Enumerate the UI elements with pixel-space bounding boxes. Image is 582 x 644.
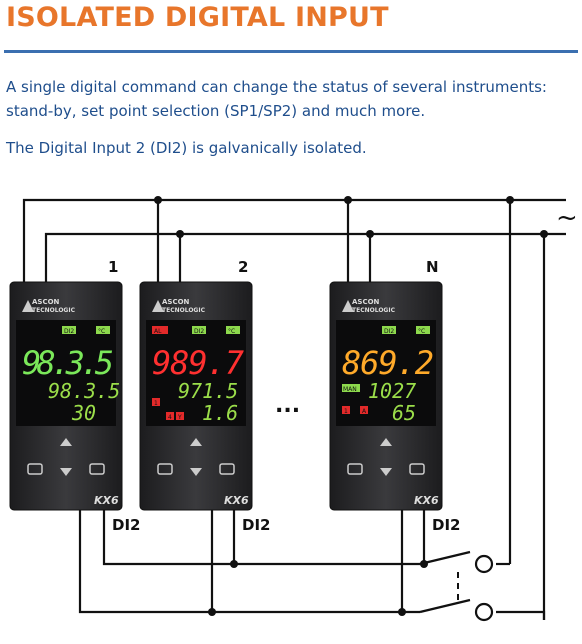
instrument-2: 2 ASCON TECNOLOGIC AL DI2 °C 989.7 971.5… — [139, 258, 253, 511]
up-arrow-icon — [380, 438, 392, 446]
svg-text:MAN: MAN — [343, 386, 357, 393]
svg-text:ASCON: ASCON — [32, 298, 60, 306]
svg-text:DI2: DI2 — [64, 328, 74, 335]
svg-text:°C: °C — [418, 328, 425, 335]
svg-text:ASCON: ASCON — [352, 298, 380, 306]
instrument-1: 1 ASCON TECNOLOGIC DI2 °C 98.3.5 98.3.5 … — [9, 258, 123, 511]
output-display: 30 — [71, 401, 96, 425]
svg-text:TECNOLOGIC: TECNOLOGIC — [162, 307, 206, 314]
svg-text:TECNOLOGIC: TECNOLOGIC — [32, 307, 76, 314]
di-label-1: DI2 — [112, 516, 140, 534]
svg-text:1: 1 — [154, 400, 158, 407]
instrument-number: 1 — [108, 258, 118, 276]
page-title: ISOLATED DIGITAL INPUT — [6, 2, 389, 33]
description-line-2: stand-by, set point selection (SP1/SP2) … — [6, 102, 426, 120]
model-label: KX6 — [414, 494, 439, 507]
instrument-number: N — [426, 258, 439, 276]
description-line-1: A single digital command can change the … — [6, 78, 547, 96]
description-text: A single digital command can change the … — [6, 75, 566, 123]
output-display: 1.6 — [202, 401, 238, 425]
ac-symbol: ~ — [556, 203, 578, 233]
svg-text:AL: AL — [154, 328, 162, 335]
svg-text:°C: °C — [98, 328, 105, 335]
down-arrow-icon — [190, 468, 202, 476]
di-junction-dots — [208, 560, 428, 616]
instrument-number: 2 — [238, 258, 248, 276]
svg-text:°C: °C — [228, 328, 235, 335]
di-label-2: DI2 — [242, 516, 270, 534]
svg-text:DI2: DI2 — [384, 328, 394, 335]
loop-icon — [347, 463, 363, 475]
model-label: KX6 — [224, 494, 249, 507]
up-arrow-icon — [60, 438, 72, 446]
enter-icon — [219, 463, 235, 475]
loop-icon — [27, 463, 43, 475]
instrument-n: N ASCON TECNOLOGIC DI2 °C 869.2 MAN 1027… — [329, 258, 443, 511]
wiring-diagram: ~ ... 1 ASCON TECNOLOGIC DI2 °C 98.3.5 9… — [9, 196, 578, 622]
svg-text:Y: Y — [177, 414, 182, 421]
svg-text:ASCON: ASCON — [162, 298, 190, 306]
svg-text:TECNOLOGIC: TECNOLOGIC — [352, 307, 396, 314]
model-label: KX6 — [94, 494, 119, 507]
pv-display: 869.2 — [342, 344, 434, 382]
svg-text:1: 1 — [344, 408, 348, 415]
sv-display: 98.3.5 — [48, 379, 120, 403]
sv-display: 1027 — [368, 379, 416, 403]
output-display: 65 — [392, 401, 416, 425]
sv-display: 971.5 — [178, 379, 238, 403]
junction-dots — [154, 196, 548, 238]
svg-text:DI2: DI2 — [194, 328, 204, 335]
di-wires — [78, 508, 546, 620]
title-underline — [4, 50, 578, 53]
up-arrow-icon — [190, 438, 202, 446]
svg-text:A: A — [362, 408, 367, 415]
ellipsis: ... — [275, 393, 300, 418]
di-label-n: DI2 — [432, 516, 460, 534]
pv-display: 989.7 — [152, 344, 244, 382]
enter-icon — [409, 463, 425, 475]
enter-icon — [89, 463, 105, 475]
pv-display: 98.3.5 — [22, 344, 114, 382]
description-isolation: The Digital Input 2 (DI2) is galvanicall… — [6, 139, 367, 157]
loop-icon — [157, 463, 173, 475]
down-arrow-icon — [60, 468, 72, 476]
svg-text:4: 4 — [168, 414, 172, 421]
down-arrow-icon — [380, 468, 392, 476]
switch-contacts — [474, 554, 494, 622]
